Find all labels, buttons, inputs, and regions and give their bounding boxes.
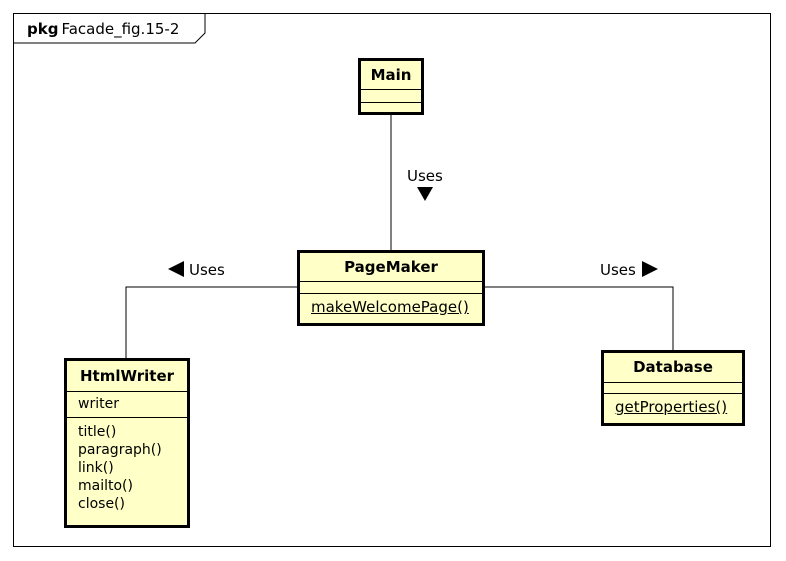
operation: getProperties() (615, 398, 728, 416)
class-pagemaker[interactable]: PageMaker makeWelcomePage() (297, 250, 485, 326)
operation: link() (78, 460, 114, 476)
attributes-compartment (361, 89, 421, 102)
operation: close() (78, 496, 125, 512)
operation: title() (78, 424, 117, 440)
operations-compartment: title() paragraph() link() mailto() clos… (67, 417, 187, 513)
association-label-pagemaker-database: Uses (600, 261, 636, 279)
attributes-compartment: writer (67, 391, 187, 417)
class-name: Main (370, 66, 412, 84)
arrow-down-icon (417, 187, 433, 201)
class-name: HtmlWriter (79, 367, 175, 385)
class-name: Database (633, 358, 713, 376)
association-label-pagemaker-htmlwriter: Uses (189, 261, 225, 279)
attributes-compartment (300, 281, 482, 293)
package-frame (13, 13, 771, 547)
arrow-right-icon (642, 261, 658, 277)
association-label-main-pagemaker: Uses (407, 167, 443, 185)
attribute: writer (78, 396, 119, 412)
operations-compartment: getProperties() (604, 393, 742, 416)
class-main[interactable]: Main (358, 58, 424, 115)
operations-compartment: makeWelcomePage() (300, 293, 482, 316)
class-name: PageMaker (344, 258, 438, 276)
package-tab-outline (13, 13, 206, 44)
arrow-left-icon (168, 261, 184, 277)
class-htmlwriter[interactable]: HtmlWriter writer title() paragraph() li… (64, 358, 190, 528)
attributes-compartment (604, 382, 742, 393)
association-pagemaker-database (484, 286, 674, 351)
operation: paragraph() (78, 442, 162, 458)
operations-compartment (361, 102, 421, 114)
association-pagemaker-htmlwriter (125, 286, 298, 359)
operation: makeWelcomePage() (311, 298, 469, 316)
operation: mailto() (78, 478, 133, 494)
class-database[interactable]: Database getProperties() (601, 350, 745, 426)
